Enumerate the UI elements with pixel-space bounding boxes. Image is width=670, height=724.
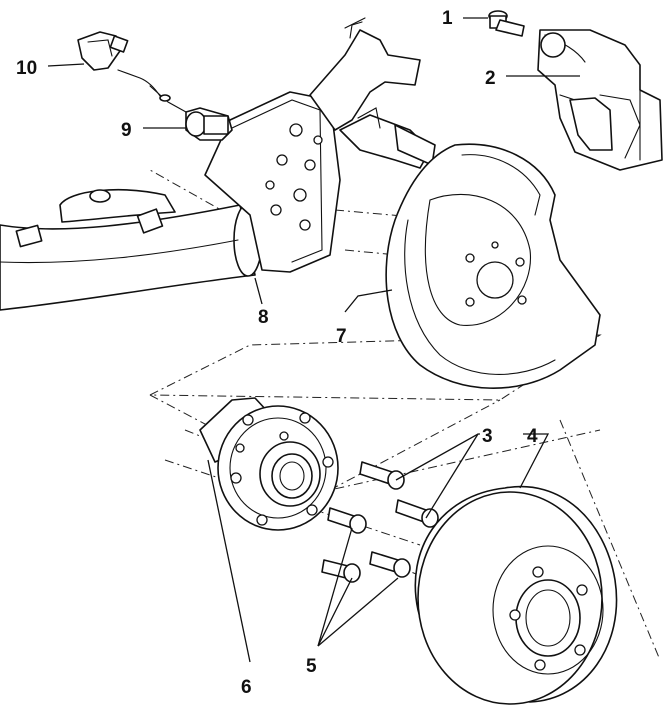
hub-bolts-part xyxy=(359,461,439,528)
splash-shield-part xyxy=(385,143,601,389)
callout-6: 6 xyxy=(241,677,252,698)
abs-sensor-part xyxy=(117,69,233,141)
hub-mounting-bolts-part xyxy=(321,507,411,583)
leader-lines xyxy=(47,17,580,663)
brake-disc-part xyxy=(414,485,618,705)
callout-5: 5 xyxy=(306,656,317,677)
brake-caliper-part xyxy=(537,29,663,171)
callout-1: 1 xyxy=(442,8,453,29)
sensor-clip-part xyxy=(77,31,129,71)
callout-10: 10 xyxy=(16,58,37,79)
callout-4: 4 xyxy=(527,426,538,447)
callout-2: 2 xyxy=(485,68,496,89)
callout-3: 3 xyxy=(482,426,493,447)
caliper-bolt-part xyxy=(488,10,525,37)
wheel-hub-part xyxy=(199,397,339,531)
axle-carrier-part xyxy=(0,17,436,311)
callout-8: 8 xyxy=(258,307,269,328)
callout-9: 9 xyxy=(121,120,132,141)
callout-7: 7 xyxy=(336,326,347,347)
